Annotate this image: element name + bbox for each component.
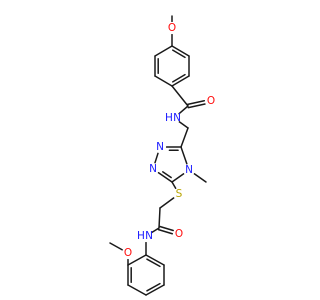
sulfur-atom-thioether: S (173, 188, 185, 200)
bond-ar4-ar5-inner (146, 282, 161, 292)
bond-ca3-ca4 (154, 75, 173, 87)
bond-cc2-o3 (157, 228, 174, 235)
nitrogen-atom-triazole-1-symbol: N (156, 141, 164, 153)
bond-ar6-ar1 (145, 254, 165, 266)
bond-cc1-n1 (178, 105, 189, 115)
atom-label-background (147, 163, 159, 175)
bond-ca4-ca5 (171, 75, 190, 87)
nitrogen-atom-triazole-2: N (147, 163, 159, 175)
oxygen-atom-amide-2: O (173, 228, 185, 240)
bond-t2-t1 (154, 152, 159, 164)
nitrogen-symbol: N (145, 230, 153, 242)
bond-ar4-ar5 (145, 284, 165, 296)
hydrogen-symbol: H (137, 230, 145, 242)
bond-o4-me2 (109, 242, 124, 251)
bond-t3-t2-inner (162, 171, 172, 179)
oxygen-atom-amide-1: O (205, 95, 217, 107)
bond-n1-ch2 (178, 121, 189, 129)
bond-ch2b-cc2 (158, 207, 161, 229)
hydrogen-symbol: H (165, 112, 173, 124)
bond-t4-nme (193, 172, 207, 183)
atom-label-background (205, 95, 217, 107)
atom-label-background (168, 112, 180, 124)
nitrogen-atom-triazole-1: N (154, 141, 166, 153)
bond-ca1-ca2 (154, 45, 173, 57)
sulfur-atom-thioether-symbol: S (176, 188, 183, 200)
oxygen-atom-methoxy-bottom-symbol: O (124, 247, 132, 259)
atom-label-background (173, 188, 185, 200)
bond-cc2-n2 (150, 227, 160, 234)
atom-label-background (173, 228, 185, 240)
bond-cc1-o2-second (186, 99, 206, 106)
bond-ca4-cc1 (171, 85, 189, 107)
bond-t4-t3 (171, 172, 185, 183)
nitrogen-symbol: N (173, 112, 181, 124)
nh-atom-amide-1: NH (165, 112, 181, 124)
atom-label-background (166, 22, 178, 34)
bond-ca4-ca5-inner (172, 73, 186, 83)
bond-ca6-ca1-inner (172, 49, 186, 59)
bond-layer (109, 15, 207, 296)
bond-t3-s (171, 181, 177, 190)
bond-t5-t4 (180, 146, 188, 165)
bond-ar3-ar4 (127, 284, 147, 296)
nh-atom-amide-2: NH (137, 230, 153, 242)
nitrogen-atom-triazole-4-symbol: N (185, 164, 193, 176)
atom-label-background (183, 164, 195, 176)
bond-t3-t2 (157, 171, 173, 183)
nitrogen-atom-triazole-2-symbol: N (149, 163, 157, 175)
oxygen-atom-methoxy-top-symbol: O (168, 22, 176, 34)
atom-label-background (122, 247, 134, 259)
bond-cc2-o3-second (158, 225, 175, 232)
oxygen-atom-methoxy-top: O (166, 22, 178, 34)
bond-cc1-o2 (187, 103, 206, 109)
atom-label-background (154, 141, 166, 153)
atom-label-background (140, 230, 152, 242)
bond-ca6-ca1 (171, 45, 190, 57)
bond-ar6-ar1-inner (146, 258, 161, 268)
oxygen-atom-methoxy-bottom: O (122, 247, 134, 259)
bond-s-ch2b (159, 197, 175, 209)
oxygen-atom-amide-1-symbol: O (207, 95, 215, 107)
oxygen-atom-amide-2-symbol: O (175, 228, 183, 240)
nitrogen-atom-triazole-4: N (183, 164, 195, 176)
bond-ar1-ar2 (127, 254, 147, 266)
bond-ch2-t5 (180, 127, 189, 148)
